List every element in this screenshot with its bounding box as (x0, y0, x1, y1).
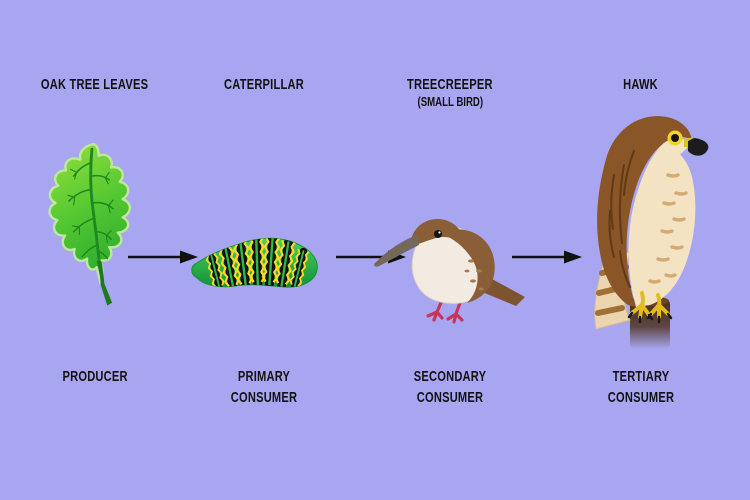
stage-name-hawk: HAWK (623, 76, 659, 93)
arrow-producer-to-primary-icon (128, 250, 198, 264)
treecreeper-eye-icon (434, 230, 442, 238)
arrow-secondary-to-tertiary-icon (512, 250, 582, 264)
treecreeper-beak (374, 235, 419, 267)
stage-role-primary-consumer: PRIMARY CONSUMER (230, 368, 298, 406)
leaf-veins (67, 147, 114, 266)
treecreeper-illustration (374, 218, 525, 324)
stage-name-treecreeper: TREECREEPER (407, 76, 493, 93)
stage-name-caterpillar: CATERPILLAR (224, 76, 304, 93)
hawk-talons (630, 291, 670, 319)
stage-role-producer: PRODUCER (62, 368, 128, 385)
stage-role-secondary-consumer: SECONDARY CONSUMER (413, 368, 487, 406)
hawk-illustration (594, 116, 709, 349)
caterpillar-illustration (191, 237, 318, 288)
leaf-stem (96, 260, 113, 306)
hawk-claws (627, 311, 673, 324)
hawk-wing-feathers (608, 150, 635, 288)
hawk-beak (688, 138, 709, 156)
leaf-blade (48, 143, 132, 285)
stage-subname-treecreeper: (SMALL BIRD) (417, 94, 483, 109)
hawk-eye-icon (671, 134, 679, 142)
treecreeper-legs (426, 296, 464, 324)
stage-name-oak-tree-leaves: OAK TREE LEAVES (41, 76, 149, 93)
hawk-breast-streaks (648, 173, 688, 284)
stage-role-tertiary-consumer: TERTIARY CONSUMER (607, 368, 675, 406)
treecreeper-wing (441, 229, 495, 303)
hawk-breast (628, 143, 696, 307)
treecreeper-eye-glint (438, 231, 441, 234)
oak-leaf-illustration (48, 143, 132, 306)
treecreeper-wing-speckles (464, 259, 484, 291)
